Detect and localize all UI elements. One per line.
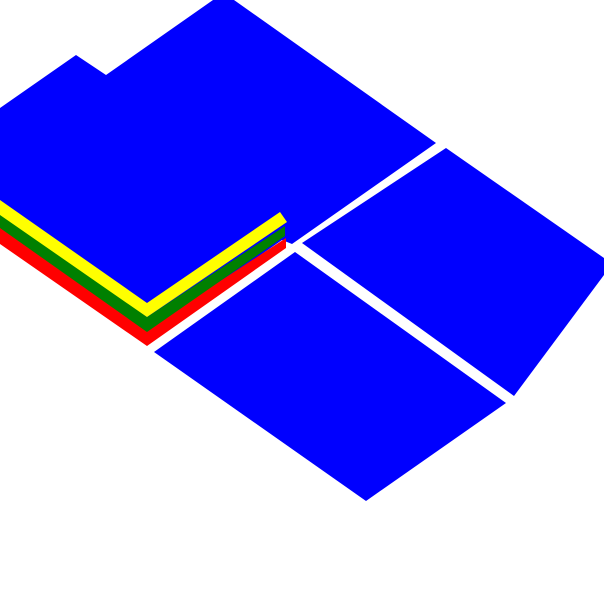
tile-top-left[interactable] xyxy=(0,0,436,334)
stripe-yellow xyxy=(0,200,287,317)
tile-bottom[interactable] xyxy=(154,252,506,501)
tile-right[interactable] xyxy=(302,148,604,396)
stripe-green xyxy=(0,210,285,332)
stripe-red xyxy=(0,218,286,346)
